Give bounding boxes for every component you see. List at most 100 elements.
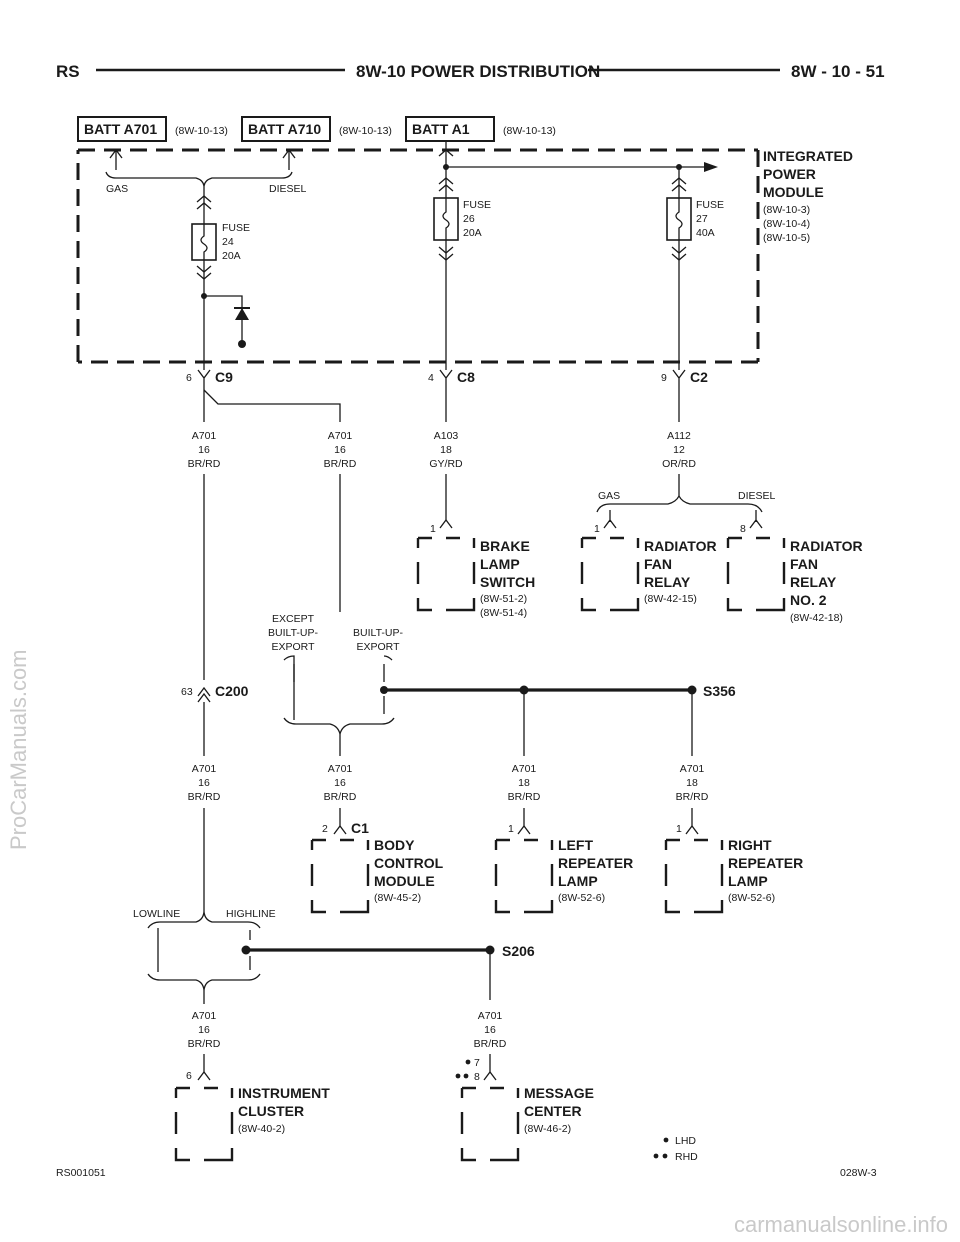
ipm-diesel-label: DIESEL [269, 183, 307, 195]
cluster-name-2: CLUSTER [238, 1103, 304, 1119]
fuse-26-line3: 20A [463, 227, 482, 239]
right-repeater-terminal [685, 824, 699, 835]
ipm-title-line3: MODULE [763, 184, 824, 200]
message-center-pin-rhd: 8 [474, 1071, 480, 1083]
brake-switch-box [416, 536, 476, 612]
bcm-name-2: CONTROL [374, 855, 444, 871]
wire-label-w2: A701 16 BR/RD [324, 430, 357, 470]
right-repeater-box [664, 838, 724, 914]
batt-a710-label: BATT A710 [248, 121, 321, 137]
fuse-26-line1: FUSE [463, 199, 491, 211]
fuse-24-line1: FUSE [222, 222, 250, 234]
ipm-title-line1: INTEGRATED [763, 148, 853, 164]
ipm-gas-label: GAS [106, 183, 128, 195]
brake-switch-name-2: LAMP [480, 556, 520, 572]
rad-relay2-terminal [749, 510, 763, 529]
svg-text:BR/RD: BR/RD [474, 1038, 507, 1050]
svg-text:BUILT-UP-: BUILT-UP- [268, 627, 318, 639]
rad-relay-box [580, 536, 640, 612]
legend-rhd-label: RHD [675, 1151, 698, 1163]
builtup-export-label: BUILT-UP- EXPORT [353, 627, 403, 653]
ipm-dashed-outline [76, 148, 760, 364]
c8-label: C8 [457, 369, 475, 385]
svg-text:A103: A103 [434, 430, 459, 442]
c200-connector-symbol [197, 686, 211, 703]
svg-text:BR/RD: BR/RD [324, 791, 357, 803]
left-repeater-name-1: LEFT [558, 837, 593, 853]
message-center-ref: (8W-46-2) [524, 1123, 571, 1135]
rad-diesel-label: DIESEL [738, 490, 776, 502]
wire-label-w8: A701 18 BR/RD [676, 763, 709, 803]
batt-a1-ref: (8W-10-13) [503, 125, 556, 137]
rad-relay2-name-2: FAN [790, 556, 818, 572]
c9-label: C9 [215, 369, 233, 385]
svg-text:A701: A701 [512, 763, 537, 775]
batt-a701-box [77, 116, 167, 142]
cluster-pin: 6 [186, 1070, 192, 1082]
svg-text:BR/RD: BR/RD [508, 791, 541, 803]
fuse-26-line2: 26 [463, 213, 475, 225]
brake-switch-terminal [439, 518, 453, 529]
rhd-marker-dot-b [463, 1073, 469, 1079]
s206-label: S206 [502, 943, 535, 959]
legend-lhd-dot [663, 1137, 669, 1143]
svg-text:A112: A112 [667, 430, 691, 442]
brake-switch-ref-1: (8W-51-2) [480, 593, 527, 605]
left-repeater-pin: 1 [508, 823, 514, 835]
batt-a701-label: BATT A701 [84, 121, 157, 137]
message-center-box [460, 1086, 520, 1162]
fuse-24-symbol [191, 186, 217, 370]
header-page-number: 8W - 10 - 51 [791, 62, 885, 81]
bcm-name-3: MODULE [374, 873, 435, 889]
bcm-connector-label: C1 [351, 820, 369, 836]
batt-a1-box [405, 116, 495, 142]
brake-switch-name-3: SWITCH [480, 574, 535, 590]
rad-relay2-name-4: NO. 2 [790, 592, 827, 608]
gas-diesel-selector [105, 148, 296, 187]
wire-label-w9: A701 16 BR/RD [188, 1010, 221, 1050]
left-repeater-box [494, 838, 554, 914]
c9-pin: 6 [186, 372, 192, 384]
c2-pin: 9 [661, 372, 667, 384]
rad-relay-name-2: FAN [644, 556, 672, 572]
wire-label-w5: A701 16 BR/RD [188, 763, 221, 803]
legend-rhd-dot-b [662, 1153, 668, 1159]
c8-pin: 4 [428, 372, 434, 384]
ipm-ref-1: (8W-10-3) [763, 204, 810, 216]
svg-text:GY/RD: GY/RD [429, 458, 463, 470]
side-watermark: ProCarManuals.com [6, 649, 31, 850]
message-center-terminal [483, 1070, 497, 1081]
svg-text:OR/RD: OR/RD [662, 458, 696, 470]
right-repeater-name-2: REPEATER [728, 855, 803, 871]
fuse-27-symbol [666, 167, 692, 370]
c9-connector-symbol [197, 369, 211, 422]
message-center-name-1: MESSAGE [524, 1085, 594, 1101]
cluster-box [174, 1086, 234, 1162]
c8-connector-symbol [439, 369, 453, 422]
batt-a701-ref: (8W-10-13) [175, 125, 228, 137]
cluster-terminal [197, 1070, 211, 1081]
c2-label: C2 [690, 369, 708, 385]
svg-text:BUILT-UP-: BUILT-UP- [353, 627, 403, 639]
rad-relay-terminal [603, 510, 617, 529]
svg-text:A701: A701 [478, 1010, 503, 1022]
fuse-27-line2: 27 [696, 213, 708, 225]
brake-switch-name-1: BRAKE [480, 538, 530, 554]
bcm-ref: (8W-45-2) [374, 892, 421, 904]
rad-relay2-name-1: RADIATOR [790, 538, 863, 554]
fuse-24-line2: 24 [222, 236, 234, 248]
svg-text:12: 12 [673, 444, 685, 456]
batt-a710-box [241, 116, 331, 142]
svg-text:BR/RD: BR/RD [188, 1038, 221, 1050]
c9-branch-wire [203, 389, 341, 422]
ipm-bus-arrow [446, 162, 718, 172]
batt-a1-label: BATT A1 [412, 121, 470, 137]
message-center-name-2: CENTER [524, 1103, 582, 1119]
svg-text:EXCEPT: EXCEPT [272, 613, 315, 625]
bcm-box [310, 838, 370, 914]
svg-text:16: 16 [334, 444, 346, 456]
svg-text:16: 16 [334, 777, 346, 789]
wire-label-w3: A103 18 GY/RD [429, 430, 463, 470]
svg-text:A701: A701 [328, 430, 353, 442]
